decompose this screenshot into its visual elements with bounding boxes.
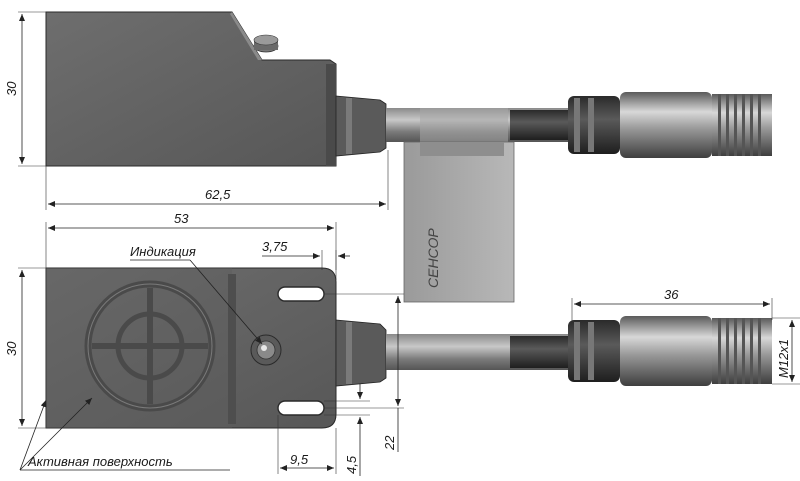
front-view: 53 30 3,75 Индикация 36 M12x1 22	[4, 211, 800, 476]
front-connector	[568, 316, 772, 386]
front-divider	[228, 274, 236, 424]
mounting-slot-bottom	[277, 400, 325, 416]
dim-connector-length: 36	[664, 287, 679, 302]
top-view: СЕНСОР 30 62,5	[4, 11, 772, 303]
top-body-side	[326, 64, 336, 166]
dim-slot-spacing: 22	[382, 435, 397, 451]
top-cable-gland	[335, 95, 387, 157]
dim-top-height: 30	[4, 81, 19, 96]
top-connector	[568, 92, 772, 158]
dim-slot-offset: 9,5	[290, 452, 309, 467]
active-surface-label: Активная поверхность	[27, 454, 173, 469]
mounting-slot-top	[277, 286, 325, 302]
cable-tag	[403, 141, 515, 303]
top-body	[45, 11, 337, 167]
dim-offset-375: 3,75	[262, 239, 288, 254]
front-cable-gland	[335, 319, 387, 387]
dim-front-height: 30	[4, 341, 19, 356]
indication-label: Индикация	[130, 244, 196, 259]
concentric-target-icon	[84, 280, 216, 412]
dim-front-length: 53	[174, 211, 189, 226]
dim-top-length: 62,5	[205, 187, 231, 202]
led-indicator-icon	[250, 334, 282, 366]
dim-thread: M12x1	[776, 339, 791, 378]
dim-slot-width: 4,5	[344, 455, 359, 474]
brand-label: СЕНСОР	[425, 228, 441, 288]
